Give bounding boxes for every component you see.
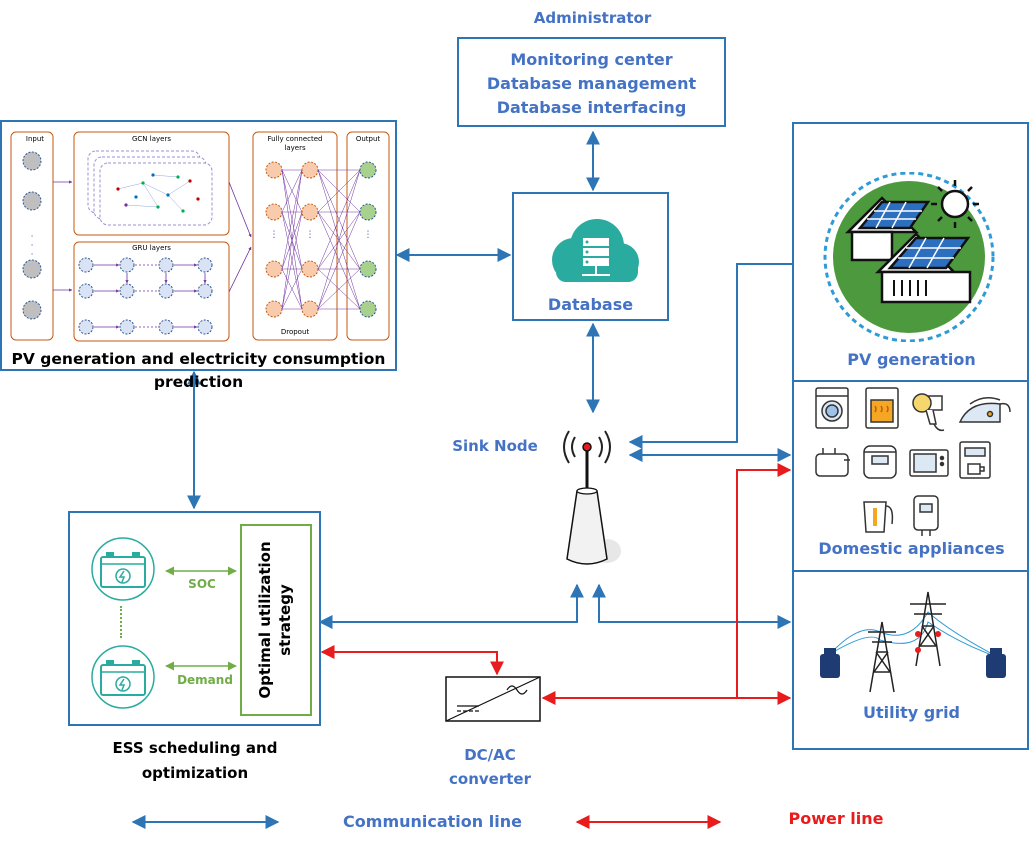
right-divider-1	[794, 380, 1029, 382]
nn-dropout-label: Dropout	[280, 328, 310, 336]
svg-text:·: ·	[31, 250, 34, 260]
converter-label-line1: DC/AC	[464, 746, 516, 764]
pv-house-icon	[823, 172, 995, 342]
washing-machine-icon	[815, 387, 849, 429]
ess-box: SOC Demand Optimal utilization strategy	[68, 511, 321, 726]
demand-label: Demand	[177, 673, 233, 687]
battery-stack-dots	[120, 606, 124, 638]
strategy-label: Optimal utilization strategy	[255, 528, 297, 712]
nn-gru-label: GRU layers	[132, 244, 171, 252]
sink-node-antenna-icon	[563, 430, 621, 565]
nn-fc-label-line2: layers	[284, 144, 306, 152]
toaster-icon	[815, 448, 850, 477]
domestic-appliances-label: Domestic appliances	[818, 539, 1005, 558]
iron-icon	[958, 397, 1011, 423]
svg-text:⋮: ⋮	[270, 230, 279, 240]
hair-dryer-icon	[912, 393, 945, 432]
strategy-label-line2: strategy	[276, 584, 294, 656]
strategy-box: Optimal utilization strategy	[240, 524, 312, 716]
ess-green-arrows	[165, 566, 237, 671]
ess-sink-link	[318, 583, 584, 629]
appliance-icons	[815, 387, 1011, 536]
legend-power-label: Power line	[788, 809, 884, 828]
utility-grid-icon	[820, 591, 1006, 693]
nn-fc-label-line1: Fully connected	[267, 135, 323, 143]
right-divider-2	[794, 570, 1029, 572]
nn-fc-label: Fully connected layers	[253, 135, 337, 153]
neural-network-diagram: · · ·	[10, 131, 390, 342]
admin-line-db-interfacing: Database interfacing	[496, 98, 687, 117]
admin-box: Monitoring center Database management Da…	[457, 37, 726, 127]
rice-cooker-icon	[863, 445, 897, 479]
soc-label: SOC	[188, 577, 216, 591]
sink-node-label: Sink Node	[452, 437, 538, 455]
microwave-icon	[909, 449, 949, 477]
prediction-title: PV generation and electricity consumptio…	[2, 348, 395, 394]
ess-title-line2: optimization	[141, 764, 249, 782]
coffee-maker-icon	[959, 441, 991, 479]
pv-generation-label: PV generation	[847, 350, 976, 369]
cloud-server-icon	[552, 219, 639, 282]
battery-icon-bottom	[91, 645, 155, 709]
oven-icon	[865, 387, 899, 429]
svg-text:·: ·	[31, 232, 34, 242]
strategy-label-line1: Optimal utilization	[256, 541, 274, 699]
admin-title: Administrator	[533, 9, 652, 27]
nn-gcn-label: GCN layers	[132, 135, 171, 143]
database-label: Database	[547, 295, 634, 314]
pv-sink-link	[628, 263, 792, 449]
prediction-box: · · ·	[0, 120, 397, 391]
svg-text:⋮: ⋮	[364, 230, 373, 240]
database-box: Database	[512, 192, 669, 321]
nn-output-label: Output	[355, 135, 381, 143]
utility-grid-label: Utility grid	[862, 703, 961, 722]
prediction-title-line1: PV generation and electricity consumptio…	[11, 350, 386, 368]
prediction-title-line2: prediction	[153, 373, 244, 391]
transformer-right-icon	[986, 648, 1006, 678]
battery-icon-top	[91, 537, 155, 601]
nn-input-label: Input	[25, 135, 45, 143]
svg-text:⋮: ⋮	[306, 230, 315, 240]
svg-text:·: ·	[31, 241, 34, 251]
grid-sink-link	[592, 583, 792, 629]
grid-appliances-power	[736, 463, 792, 698]
dc-ac-converter-icon	[445, 676, 541, 722]
legend-comm-label: Communication line	[343, 812, 522, 831]
admin-line-db-management: Database management	[486, 74, 697, 93]
ess-title-line1: ESS scheduling and	[112, 739, 278, 757]
transformer-left-icon	[820, 648, 840, 678]
ess-title: ESS scheduling and optimization	[95, 736, 295, 786]
converter-label-line2: converter	[449, 770, 531, 788]
admin-line-monitoring: Monitoring center	[510, 50, 673, 69]
kettle-icon	[863, 501, 894, 533]
converter-label: DC/AC converter	[430, 743, 550, 791]
water-heater-icon	[913, 495, 939, 536]
ess-converter-power	[320, 645, 504, 676]
